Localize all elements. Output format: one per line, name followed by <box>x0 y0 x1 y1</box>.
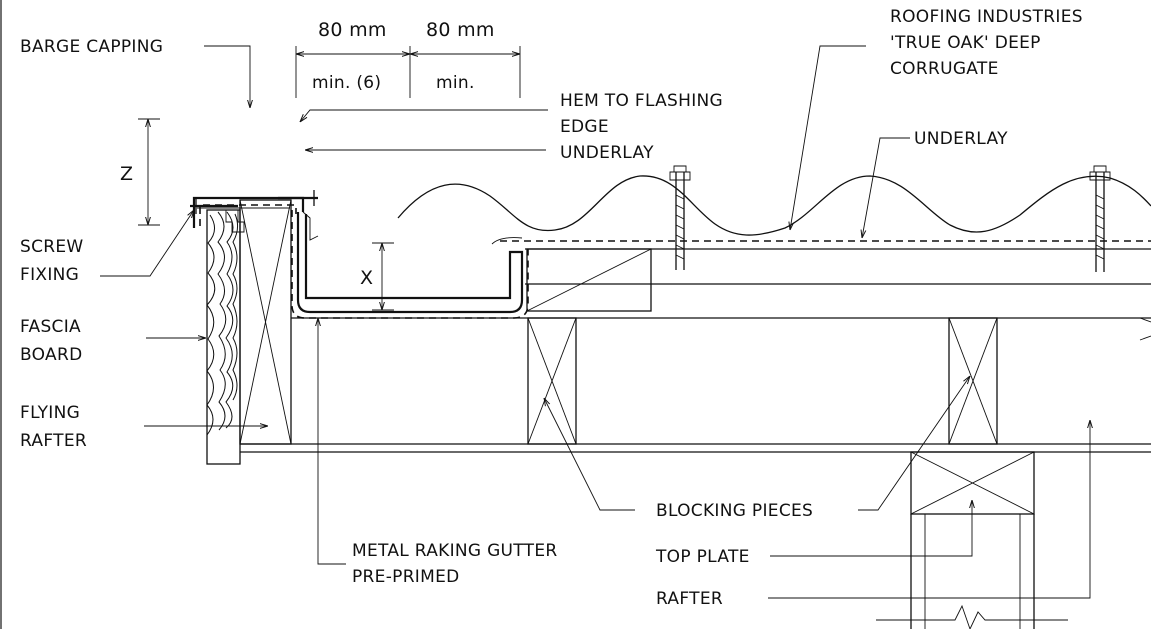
label-dim-left: 80 mm <box>318 19 387 41</box>
label-min-left: min. (6) <box>312 73 381 93</box>
flying-rafter <box>239 199 292 445</box>
label-rafter: RAFTER <box>656 589 723 609</box>
label-min-right: min. <box>436 73 475 93</box>
label-underlay-right: UNDERLAY <box>914 129 1008 149</box>
label-dim-right: 80 mm <box>426 19 495 41</box>
label-roofing-line3: CORRUGATE <box>890 59 999 79</box>
fascia-board <box>206 209 241 465</box>
label-barge-capping: BARGE CAPPING <box>20 37 163 57</box>
corrugated-roofing <box>397 175 1151 236</box>
label-underlay-left: UNDERLAY <box>560 143 654 163</box>
rafter-lines <box>240 248 1151 453</box>
break-line <box>876 317 1151 629</box>
label-flying-line1: FLYING <box>20 403 80 423</box>
dimension-x <box>372 242 394 311</box>
blocking-piece-right <box>948 317 998 445</box>
label-top-plate: TOP PLATE <box>655 547 750 567</box>
dimension-80mm <box>295 46 521 98</box>
leader-lines <box>100 45 1090 599</box>
label-fascia-line2: BOARD <box>20 345 82 365</box>
label-roofing-line2: 'TRUE OAK' DEEP <box>890 33 1041 53</box>
label-screw-line1: SCREW <box>20 237 84 257</box>
label-fascia-line1: FASCIA <box>20 317 81 337</box>
label-metal-line2: PRE-PRIMED <box>352 567 460 587</box>
blocking-piece-left <box>527 317 577 445</box>
label-metal-line1: METAL RAKING GUTTER <box>352 541 558 561</box>
top-plate <box>910 451 1035 629</box>
metal-raking-gutter <box>291 210 529 319</box>
label-roofing-line1: ROOFING INDUSTRIES <box>890 7 1083 27</box>
label-flying-line2: RAFTER <box>20 431 87 451</box>
label-hem-line2: EDGE <box>560 117 609 137</box>
label-x: X <box>360 267 373 289</box>
screw-fixing-icon <box>190 190 318 214</box>
annotation-labels: BARGE CAPPING 80 mm 80 mm min. (6) min. … <box>20 7 1083 609</box>
label-screw-line2: FIXING <box>20 265 79 285</box>
purlin <box>526 248 652 312</box>
label-blocking-pieces: BLOCKING PIECES <box>656 501 813 521</box>
roofing-screw-icon <box>669 165 1111 272</box>
label-hem-line1: HEM TO FLASHING <box>560 91 723 111</box>
label-z: Z <box>120 163 133 185</box>
dimension-z <box>138 118 160 226</box>
